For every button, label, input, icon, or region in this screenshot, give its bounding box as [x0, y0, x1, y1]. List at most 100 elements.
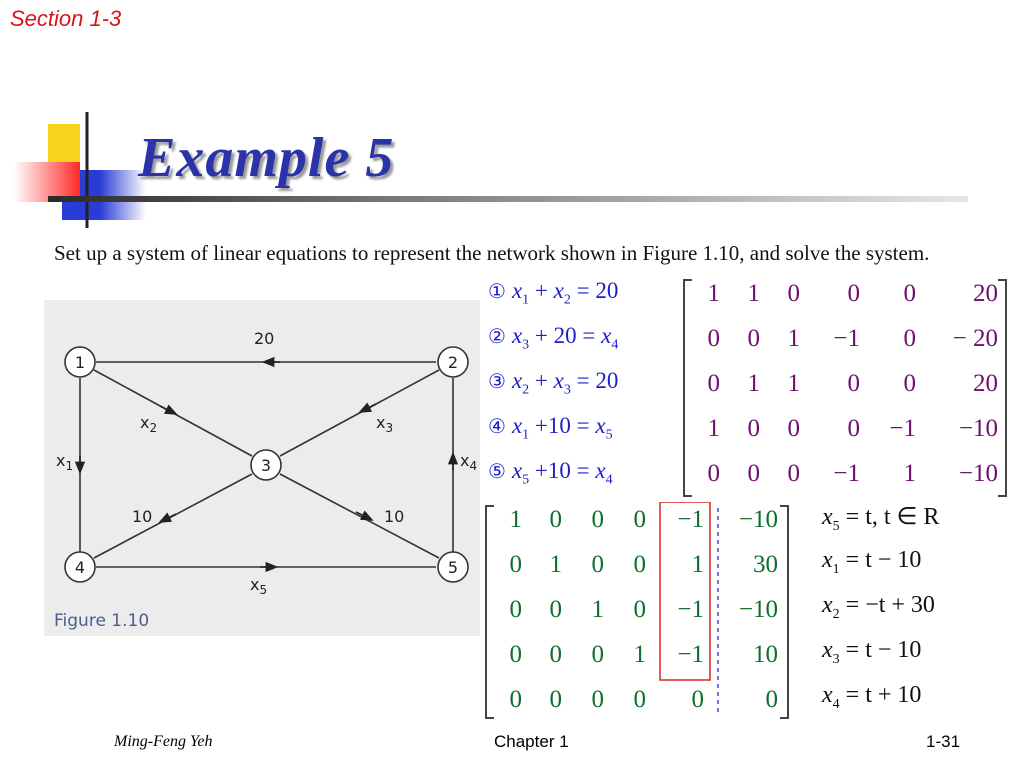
- rref-matrix-cell: 0: [691, 686, 705, 713]
- augmented-matrix-brackets: [683, 279, 1007, 497]
- rref-matrix-cell: 10: [753, 641, 778, 668]
- node-label-2: 2: [448, 353, 458, 372]
- edge-label-x4: x4: [460, 451, 477, 473]
- arrow-2-3: [358, 402, 377, 413]
- rref-matrix-cell: 0: [549, 641, 563, 668]
- arrow-1-3: [159, 404, 178, 415]
- solution-line-4: x3 = t − 10: [822, 637, 922, 667]
- network-figure: 1 2 3 4 5 20 x2 x3 x1 x4 10 10 x5 Figure…: [54, 329, 477, 631]
- node-2: 2: [437, 346, 469, 378]
- rref-matrix-cell: 1: [691, 551, 705, 578]
- node-4: 4: [64, 551, 96, 583]
- edge-label-10-left: 10: [132, 507, 152, 526]
- node-3: 3: [250, 449, 282, 481]
- augmented-matrix-cell: 0: [707, 325, 721, 352]
- edge-label-10-right: 10: [384, 507, 404, 526]
- arrow-3-5: [355, 510, 374, 521]
- solution-line-1: x5 = t, t ∈ R: [822, 504, 940, 534]
- edge-label-20: 20: [254, 329, 274, 348]
- augmented-matrix-cell: 1: [787, 370, 801, 397]
- title-decoration: [14, 112, 146, 228]
- rref-matrix-cell: 0: [591, 641, 605, 668]
- rref-matrix-cell: −1: [677, 596, 704, 623]
- operator-text: +: [529, 368, 554, 393]
- variable: x1: [511, 278, 530, 308]
- variable: x3: [553, 368, 571, 398]
- augmented-matrix-cell: 0: [903, 325, 917, 352]
- augmented-matrix-cell: 0: [787, 415, 801, 442]
- rref-matrix-brackets: [485, 502, 789, 719]
- edge-label-x1: x1: [56, 451, 73, 473]
- augmented-matrix-cell: 0: [903, 280, 917, 307]
- edge-2-3: [279, 369, 440, 457]
- deco-blue-gradient: [100, 170, 146, 220]
- free-variable-highlight: [659, 502, 711, 681]
- augmented-matrix-cell: −10: [958, 460, 998, 487]
- rref-matrix-cell: 0: [509, 641, 523, 668]
- node-5: 5: [437, 551, 469, 583]
- edge-label-x3: x3: [376, 413, 393, 435]
- problem-statement: Set up a system of linear equations to r…: [54, 241, 930, 265]
- operator-text: +10 =: [529, 458, 596, 483]
- rref-matrix-cell: 1: [591, 596, 605, 623]
- deco-red-gradient: [14, 162, 80, 202]
- edge-1-3: [93, 369, 253, 457]
- rref-matrix-cell: 0: [633, 686, 647, 713]
- rref-matrix-cell: 1: [509, 506, 523, 533]
- augmented-matrix-cell: 0: [787, 280, 801, 307]
- augmented-matrix-cell: − 20: [952, 325, 998, 352]
- augmented-matrix-cell: 0: [787, 460, 801, 487]
- rref-matrix-cell: −10: [738, 596, 778, 623]
- rref-matrix-cell: 0: [509, 596, 523, 623]
- node-label-3: 3: [261, 456, 271, 475]
- solution-line-5: x4 = t + 10: [822, 682, 922, 712]
- augmented-matrix-cell: 0: [747, 325, 761, 352]
- rref-matrix-cell: 0: [633, 551, 647, 578]
- variable: x2: [511, 368, 530, 398]
- arrow-3-4: [158, 512, 177, 523]
- equation-marker: ⑤: [488, 459, 506, 483]
- footer-chapter: Chapter 1: [494, 732, 569, 751]
- node-label-1: 1: [75, 353, 85, 372]
- node-label-4: 4: [75, 558, 85, 577]
- operator-text: = 20: [570, 278, 619, 303]
- augmented-matrix-cell: 1: [707, 415, 721, 442]
- equation-marker: ②: [488, 324, 506, 348]
- variable: x5: [511, 458, 530, 488]
- rref-matrix-cell: 0: [591, 551, 605, 578]
- rref-matrix-cell: 0: [591, 686, 605, 713]
- augmented-matrix-cell: 0: [747, 460, 761, 487]
- augmented-matrix-cell: 20: [973, 370, 998, 397]
- augmented-matrix-cell: 0: [903, 370, 917, 397]
- equation-marker: ①: [488, 279, 506, 303]
- variable: x3: [511, 323, 530, 353]
- augmented-matrix-cell: −1: [889, 415, 916, 442]
- section-label: Section 1-3: [10, 6, 122, 31]
- rref-matrix-cell: −1: [677, 641, 704, 668]
- rref-matrix-cell: 0: [549, 686, 563, 713]
- operator-text: +10 =: [529, 413, 596, 438]
- variable: x4: [595, 458, 613, 488]
- rref-matrix-cell: 0: [509, 551, 523, 578]
- variable: x4: [601, 323, 619, 353]
- rref-matrix-cell: −10: [738, 506, 778, 533]
- node-label-5: 5: [448, 558, 458, 577]
- rref-matrix-cell: 0: [765, 686, 779, 713]
- edge-label-x2: x2: [140, 413, 157, 435]
- title-underline: [48, 196, 968, 202]
- figure-caption: Figure 1.10: [54, 611, 149, 631]
- variable: x2: [553, 278, 571, 308]
- augmented-matrix-cell: 0: [747, 415, 761, 442]
- edge-3-5: [279, 473, 440, 559]
- solution-line-2: x1 = t − 10: [822, 547, 922, 577]
- augmented-matrix-cell: 0: [707, 460, 721, 487]
- equation-marker: ③: [488, 369, 506, 393]
- rref-matrix-cell: 1: [549, 551, 563, 578]
- operator-text: + 20 =: [529, 323, 602, 348]
- edge-label-x5: x5: [250, 575, 267, 597]
- augmented-matrix-cell: 0: [707, 370, 721, 397]
